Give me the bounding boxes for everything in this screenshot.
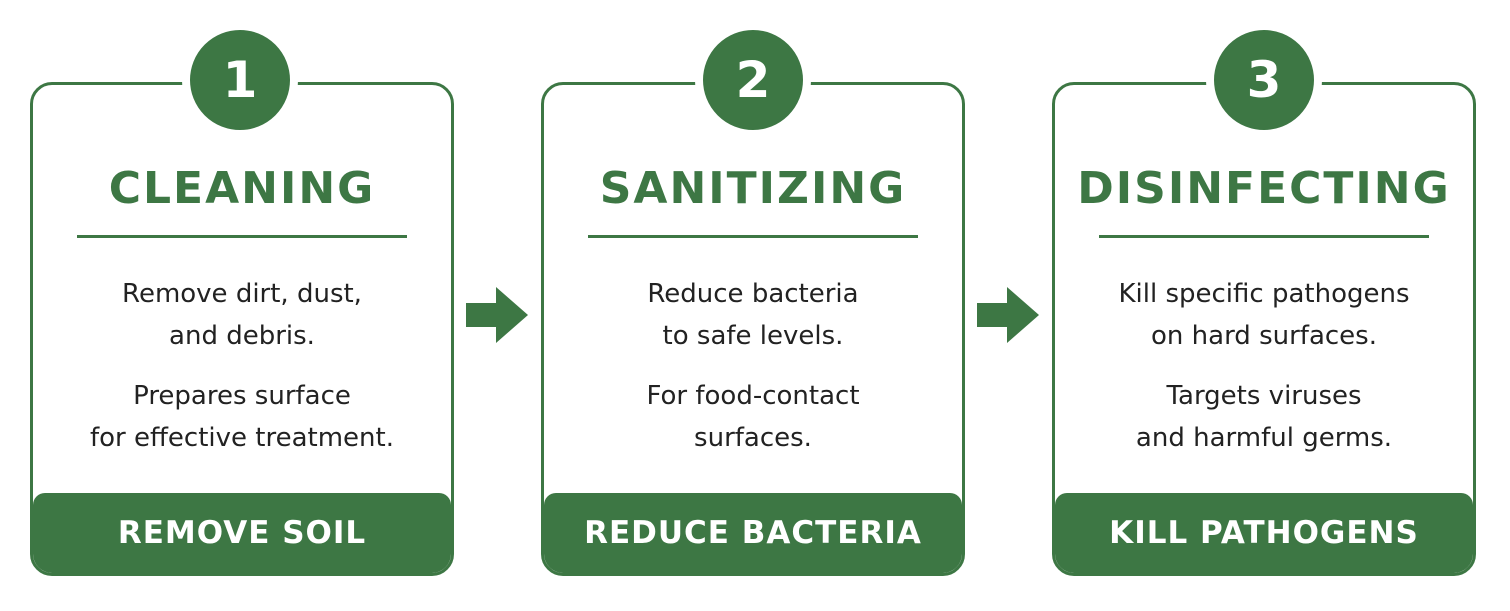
note-line: For food-contact	[646, 381, 860, 411]
arrow-right-icon	[977, 287, 1039, 343]
description-line: on hard surfaces.	[1151, 321, 1377, 351]
arrow-right-icon	[466, 287, 528, 343]
step-card-sanitizing: SANITIZING Reduce bacteria to safe level…	[541, 82, 965, 576]
note-line: and harmful germs.	[1135, 423, 1393, 453]
step-number-badge: 2	[695, 22, 811, 138]
description-line: Reduce bacteria	[647, 279, 859, 309]
step-title: DISINFECTING	[1077, 163, 1451, 214]
step-description: Remove dirt, dust, and debris.	[49, 273, 435, 357]
description-line: to safe levels.	[662, 321, 844, 351]
step-footer-label: REDUCE BACTERIA	[544, 493, 962, 573]
description-line: Kill specific pathogens	[1118, 279, 1410, 309]
title-divider	[1099, 235, 1429, 238]
note-line: for effective treatment.	[90, 423, 394, 453]
step-note: Prepares surface for effective treatment…	[49, 375, 435, 459]
description-line: Remove dirt, dust,	[122, 279, 362, 309]
step-card-disinfecting: DISINFECTING Kill specific pathogens on …	[1052, 82, 1476, 576]
note-line: surfaces.	[694, 423, 812, 453]
title-divider	[77, 235, 407, 238]
step-number-badge: 1	[182, 22, 298, 138]
step-footer-label: REMOVE SOIL	[33, 493, 451, 573]
step-number-badge: 3	[1206, 22, 1322, 138]
step-note: For food-contact surfaces.	[560, 375, 946, 459]
note-line: Prepares surface	[133, 381, 351, 411]
step-title: SANITIZING	[599, 163, 907, 214]
step-note: Targets viruses and harmful germs.	[1071, 375, 1457, 459]
step-description: Kill specific pathogens on hard surfaces…	[1071, 273, 1457, 357]
step-description: Reduce bacteria to safe levels.	[560, 273, 946, 357]
step-footer-label: KILL PATHOGENS	[1055, 493, 1473, 573]
title-divider	[588, 235, 918, 238]
step-title: CLEANING	[108, 163, 376, 214]
step-card-cleaning: CLEANING Remove dirt, dust, and debris. …	[30, 82, 454, 576]
note-line: Targets viruses	[1166, 381, 1362, 411]
description-line: and debris.	[169, 321, 315, 351]
